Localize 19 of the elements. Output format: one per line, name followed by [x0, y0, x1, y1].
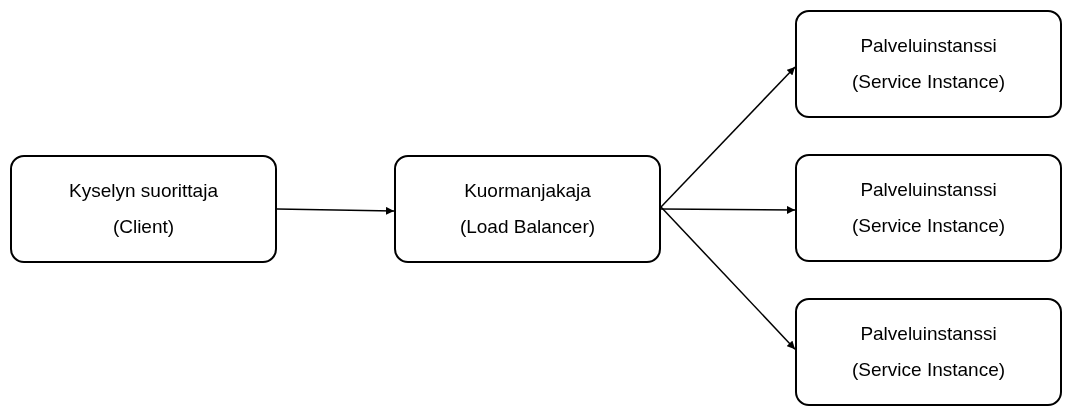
node-label: (Load Balancer)	[459, 216, 596, 238]
node-label: Palveluinstanssi	[860, 179, 997, 201]
process-box	[795, 298, 1062, 406]
process-box	[795, 154, 1062, 262]
arrow	[660, 206, 796, 350]
arrow	[660, 66, 796, 208]
process-box	[394, 155, 661, 263]
node-label: Kuormanjakaja	[464, 180, 591, 202]
node-label: (Service Instance)	[851, 215, 1006, 237]
node-label: (Service Instance)	[851, 359, 1006, 381]
node-label: Palveluinstanssi	[860, 35, 997, 57]
arrow	[660, 205, 796, 214]
node-label: Kyselyn suorittaja	[69, 180, 218, 202]
arrow	[276, 206, 395, 215]
process-box	[795, 10, 1062, 118]
node-label: Palveluinstanssi	[860, 323, 997, 345]
process-box	[10, 155, 277, 263]
node-label: (Service Instance)	[851, 71, 1006, 93]
node-label: (Client)	[112, 216, 175, 238]
